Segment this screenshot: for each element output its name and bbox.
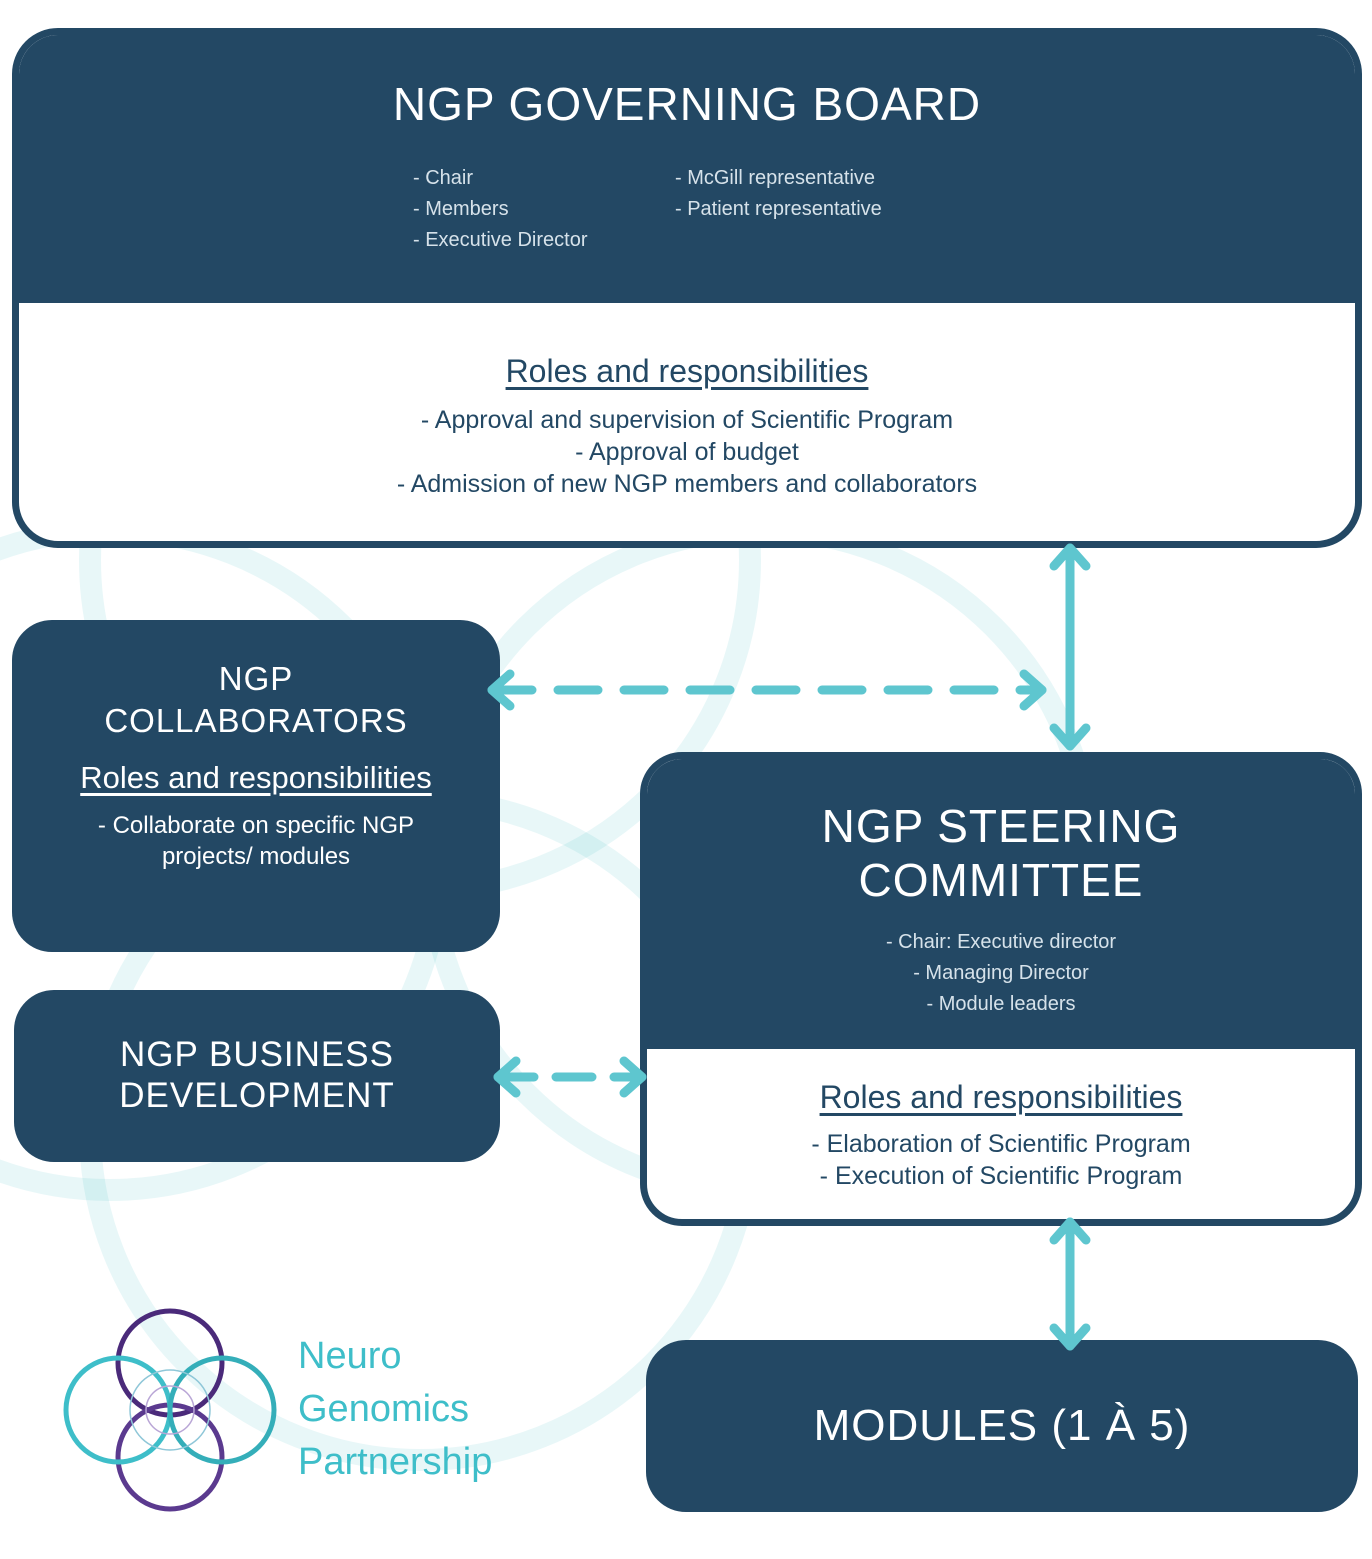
- member-item: - Executive Director: [413, 229, 588, 251]
- roles-heading: Roles and responsibilities: [80, 760, 432, 795]
- logo-text-line: Partnership: [298, 1441, 493, 1483]
- collaborators-title: NGP COLLABORATORS: [12, 658, 500, 742]
- title-line: COLLABORATORS: [104, 702, 408, 739]
- steering-committee-header: NGP STEERING COMMITTEE - Chair: Executiv…: [647, 759, 1355, 1049]
- governing-board-members-right: - McGill representative - Patient repres…: [675, 163, 882, 225]
- steering-committee: NGP STEERING COMMITTEE - Chair: Executiv…: [640, 752, 1362, 1226]
- title-line: DEVELOPMENT: [119, 1076, 395, 1115]
- steering-committee-roles: Roles and responsibilities - Elaboration…: [647, 1079, 1355, 1192]
- member-item: - Members: [413, 198, 509, 220]
- steering-committee-title: NGP STEERING COMMITTEE: [647, 799, 1355, 907]
- governing-board-title: NGP GOVERNING BOARD: [392, 78, 982, 130]
- logo-text-line: Genomics: [298, 1388, 470, 1430]
- governing-board-header: NGP GOVERNING BOARD - Chair - Members - …: [19, 35, 1355, 303]
- modules-title: MODULES (1 À 5): [813, 1401, 1191, 1450]
- steering-committee-members: - Chair: Executive director - Managing D…: [647, 927, 1355, 1020]
- role-item: - Execution of Scientific Program: [819, 1162, 1183, 1190]
- logo-text-line: Neuro: [298, 1335, 402, 1377]
- role-item: - Approval of budget: [575, 438, 799, 466]
- business-development-title: NGP BUSINESS DEVELOPMENT: [14, 990, 500, 1116]
- role-item: - Admission of new NGP members and colla…: [396, 470, 978, 498]
- roles-heading: Roles and responsibilities: [819, 1079, 1183, 1115]
- title-line: NGP BUSINESS: [120, 1035, 394, 1074]
- governing-board-roles: Roles and responsibilities - Approval an…: [19, 353, 1355, 500]
- role-item: - Elaboration of Scientific Program: [811, 1130, 1191, 1158]
- member-item: - Managing Director: [913, 962, 1089, 984]
- collaborators-box: NGP COLLABORATORS Roles and responsibili…: [12, 620, 500, 952]
- roles-heading: Roles and responsibilities: [505, 353, 869, 389]
- title-line: COMMITTEE: [858, 854, 1144, 906]
- role-item: - Collaborate on specific NGP projects/ …: [97, 812, 415, 870]
- governing-board-members-left: - Chair - Members - Executive Director: [413, 163, 588, 256]
- governing-board: NGP GOVERNING BOARD - Chair - Members - …: [12, 28, 1362, 548]
- role-item: - Approval and supervision of Scientific…: [420, 406, 954, 434]
- title-line: NGP STEERING: [821, 800, 1181, 852]
- member-item: - Chair: [413, 167, 474, 189]
- member-item: - Module leaders: [926, 993, 1076, 1015]
- member-item: - Chair: Executive director: [885, 931, 1117, 953]
- ngp-logo-icon: [63, 1308, 277, 1512]
- member-item: - Patient representative: [675, 198, 882, 220]
- business-development-box: NGP BUSINESS DEVELOPMENT: [14, 990, 500, 1162]
- ngp-logo-text: Neuro Genomics Partnership: [298, 1330, 492, 1489]
- member-item: - McGill representative: [675, 167, 876, 189]
- title-line: NGP: [218, 660, 294, 697]
- modules-box: MODULES (1 À 5): [646, 1340, 1358, 1512]
